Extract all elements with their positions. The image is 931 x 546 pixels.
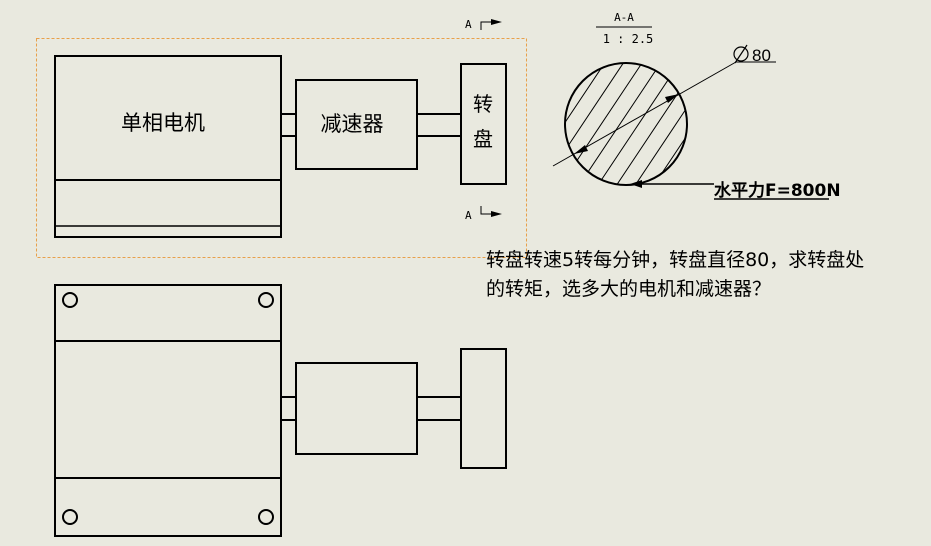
hatch-pattern: [565, 63, 687, 185]
turntable-top-view[interactable]: 转 盘: [460, 63, 507, 185]
section-view[interactable]: A-A 1 : 2.5 80: [504, 11, 841, 240]
mount-hole-icon: [62, 509, 78, 525]
mount-hole-icon: [258, 509, 274, 525]
section-marker-top-letter: A: [465, 18, 472, 31]
mount-hole-icon: [258, 292, 274, 308]
question-line-1: 转盘转速5转每分钟，转盘直径80，求转盘处: [486, 249, 865, 271]
motor-front-view[interactable]: [54, 284, 282, 537]
force-label: 水平力F=800N: [714, 180, 841, 201]
reducer-label: 减速器: [321, 112, 384, 136]
mount-hole-icon: [62, 292, 78, 308]
motor-label: 单相电机: [121, 111, 205, 135]
reducer-shaft-front: [417, 396, 461, 421]
diameter-label: 80: [733, 44, 771, 65]
reducer-front-view[interactable]: [295, 362, 418, 455]
arrow-icon: [665, 94, 679, 103]
section-marker-bottom[interactable]: A: [465, 206, 502, 222]
arrow-icon: [574, 145, 588, 154]
question-line-2: 的转矩，选多大的电机和减速器？: [486, 278, 772, 300]
reducer-top-view[interactable]: 减速器: [295, 79, 418, 170]
motor-top-view[interactable]: 单相电机: [54, 55, 282, 238]
turntable-label-1: 转: [473, 92, 493, 116]
selection-box[interactable]: [36, 38, 527, 258]
question-note: 转盘转速5转每分钟，转盘直径80，求转盘处 的转矩，选多大的电机和减速器？: [486, 246, 886, 304]
shaft-section-circle: [564, 62, 688, 186]
motor-shaft-front: [281, 396, 296, 421]
motor-shaft-top: [281, 113, 296, 137]
turntable-label-2: 盘: [473, 127, 493, 151]
arrow-right-icon: [491, 211, 502, 217]
arrow-right-icon: [491, 19, 502, 25]
turntable-front-view[interactable]: [460, 348, 507, 469]
section-scale: 1 : 2.5: [603, 32, 654, 46]
section-marker-top[interactable]: A: [465, 18, 502, 31]
diameter-value: 80: [752, 46, 771, 65]
reducer-shaft-top: [417, 113, 461, 137]
force-arrow-icon: [630, 180, 642, 188]
diameter-symbol-icon: [733, 46, 749, 62]
section-marker-bottom-letter: A: [465, 209, 472, 222]
section-title: A-A: [614, 11, 634, 24]
